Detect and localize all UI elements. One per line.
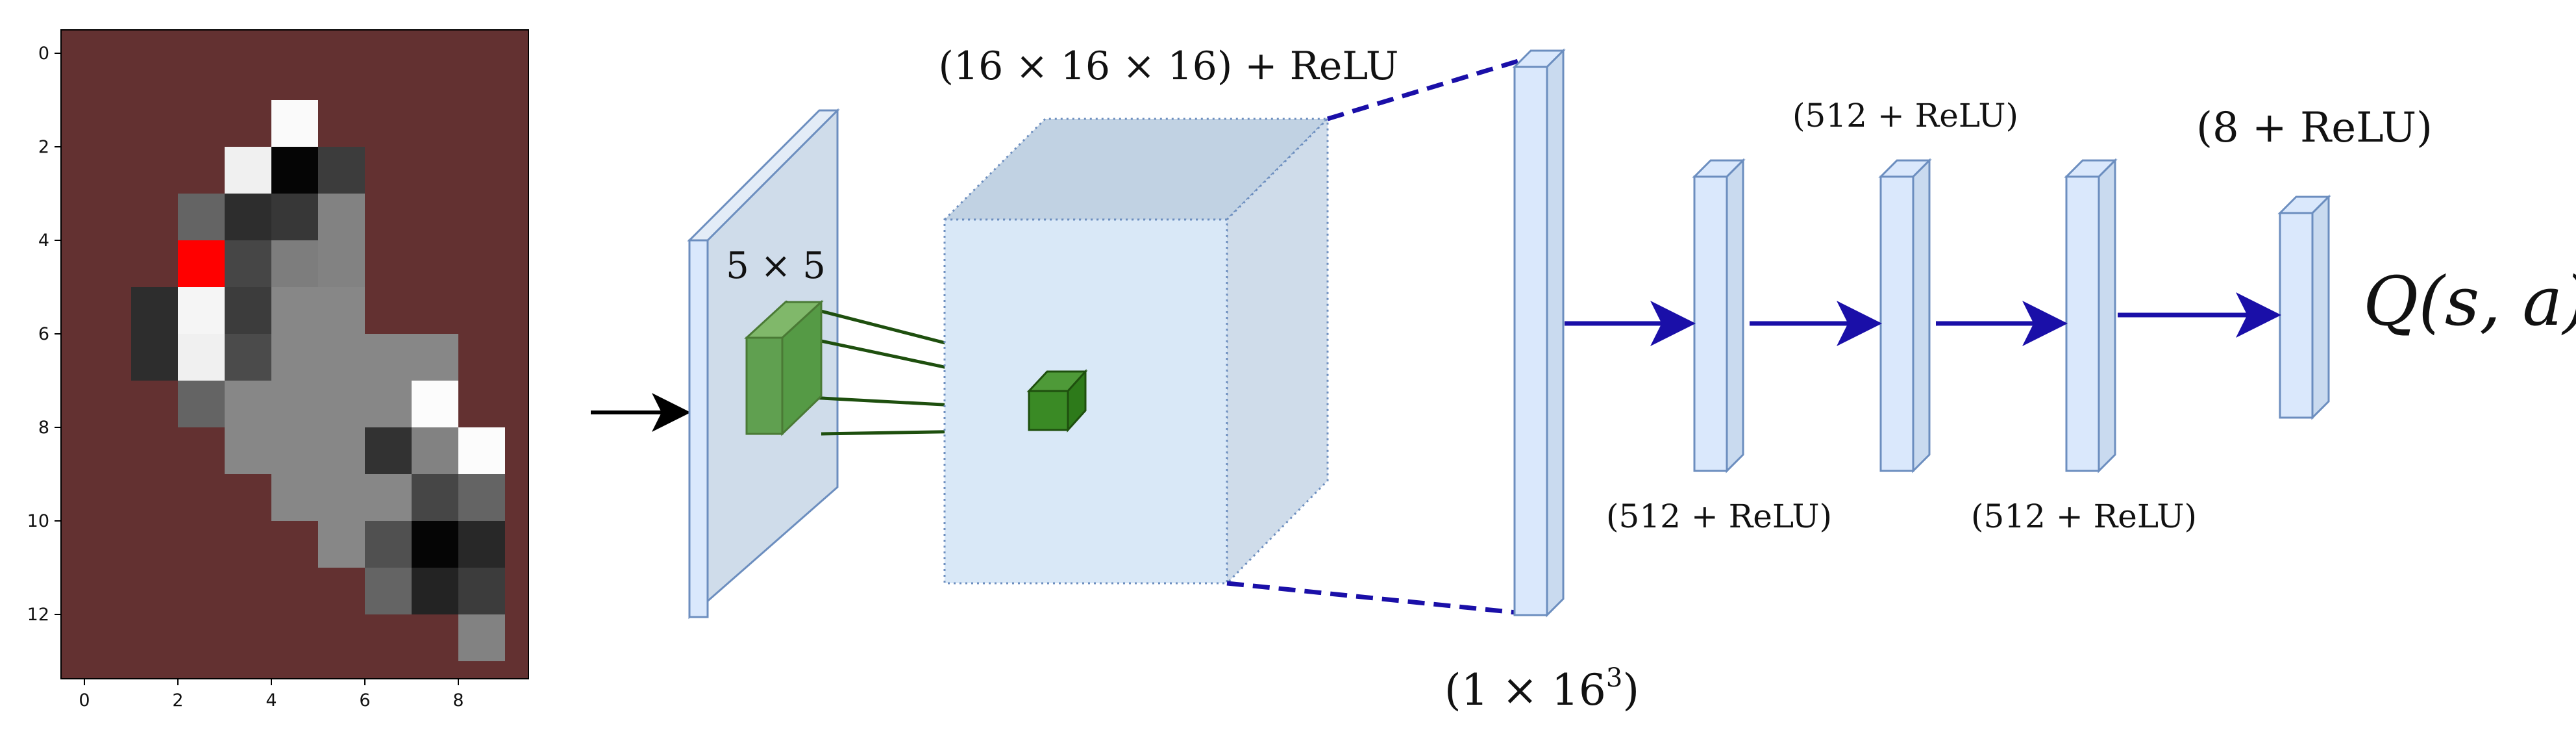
heatmap-cell xyxy=(458,568,505,614)
y-tick-label: 4 xyxy=(38,231,49,251)
heatmap-cell xyxy=(225,287,271,334)
x-tick-label: 2 xyxy=(172,690,183,711)
fc-layer-4-label: (8 + ReLU) xyxy=(2196,104,2433,152)
flatten-layer: (1 × 163) xyxy=(1444,48,1639,715)
heatmap-cell xyxy=(412,474,458,521)
heatmap-cell xyxy=(271,194,318,240)
x-tick-label: 8 xyxy=(452,690,464,711)
heatmap-cell xyxy=(365,334,412,381)
heatmap-cell xyxy=(412,334,458,381)
x-tick-label: 0 xyxy=(79,690,90,711)
heatmap-cell xyxy=(225,147,271,194)
heatmap-axis-ticks: 0 2 4 6 8 0 2 4 6 8 10 12 xyxy=(27,44,464,711)
heatmap-cell xyxy=(412,568,458,614)
heatmap-cells xyxy=(131,100,505,661)
y-tick-label: 12 xyxy=(27,605,49,625)
fc-layer-4-front xyxy=(2279,212,2314,419)
heatmap-cell xyxy=(271,334,318,381)
fc-layer-3-side xyxy=(2098,158,2116,473)
flatten-connector-top xyxy=(1326,57,1524,121)
y-tick-label: 2 xyxy=(38,137,49,157)
heatmap-cell xyxy=(412,521,458,568)
fc-layer-4: (8 + ReLU) xyxy=(2196,104,2433,420)
fc-layer-1-label: (512 + ReLU) xyxy=(1606,498,1832,535)
output-cell-front xyxy=(1028,390,1069,431)
fc-layer-3: (512 + ReLU) xyxy=(1971,158,2197,535)
flatten-layer-front xyxy=(1513,66,1548,616)
heatmap-cell xyxy=(318,427,365,474)
fc-layer-3-front xyxy=(2065,175,2100,472)
heatmap-cell xyxy=(225,334,271,381)
kernel-cube-front xyxy=(745,336,784,435)
heatmap-cell xyxy=(318,287,365,334)
input-plane-front-edge xyxy=(688,239,709,618)
x-tick-label: 6 xyxy=(359,690,370,711)
q-value-output-label: Q(s, a) xyxy=(2363,262,2576,341)
heatmap-cell xyxy=(271,474,318,521)
heatmap-cell xyxy=(412,381,458,427)
fc-layer-3-label: (512 + ReLU) xyxy=(1971,498,2197,535)
conv-output-label: (16 × 16 × 16) + ReLU xyxy=(939,44,1399,89)
fc-layer-1-side xyxy=(1726,158,1744,473)
fc-layer-1-front xyxy=(1693,175,1728,472)
heatmap-cell xyxy=(225,240,271,287)
heatmap-cell xyxy=(458,427,505,474)
fc-layer-2: (512 + ReLU) xyxy=(1792,97,2018,473)
heatmap-cell xyxy=(271,100,318,147)
conv-volume-side xyxy=(1226,116,1329,586)
heatmap-cell xyxy=(318,521,365,568)
heatmap-cell xyxy=(178,240,225,287)
heatmap-cell xyxy=(458,614,505,661)
heatmap-cell xyxy=(178,287,225,334)
heatmap-cell xyxy=(271,381,318,427)
heatmap-cell xyxy=(318,381,365,427)
y-tick-label: 6 xyxy=(38,324,49,344)
fc-layer-2-front xyxy=(1879,175,1914,472)
heatmap-cell xyxy=(318,194,365,240)
heatmap-cell xyxy=(271,287,318,334)
heatmap-cell xyxy=(225,381,271,427)
kernel-size-label: 5 × 5 xyxy=(726,245,826,287)
fc-layer-4-side xyxy=(2311,194,2330,420)
fc-layer-2-side xyxy=(1912,158,1931,473)
heatmap-cell xyxy=(178,194,225,240)
heatmap-cell xyxy=(318,334,365,381)
heatmap-cell xyxy=(225,427,271,474)
heatmap-cell xyxy=(365,521,412,568)
heatmap-cell xyxy=(178,334,225,381)
heatmap-cell xyxy=(412,427,458,474)
flatten-layer-side xyxy=(1546,48,1565,618)
conv-output-volume: (16 × 16 × 16) + ReLU xyxy=(939,44,1399,586)
x-tick-label: 4 xyxy=(266,690,277,711)
heatmap-frame xyxy=(60,29,529,679)
heatmap-cell xyxy=(458,521,505,568)
heatmap-cell xyxy=(318,147,365,194)
heatmap-cell xyxy=(271,427,318,474)
flatten-size-label: (1 × 163) xyxy=(1444,663,1639,715)
heatmap-cell xyxy=(271,240,318,287)
conv-output-cell xyxy=(1026,369,1088,433)
heatmap-cell xyxy=(318,474,365,521)
y-tick-label: 0 xyxy=(38,44,49,64)
heatmap-cell xyxy=(365,568,412,614)
input-state-heatmap: 0 2 4 6 8 0 2 4 6 8 10 12 xyxy=(27,29,529,711)
heatmap-cell xyxy=(131,287,178,334)
y-tick-label: 8 xyxy=(38,418,49,438)
heatmap-cell xyxy=(365,474,412,521)
y-tick-label: 10 xyxy=(27,511,49,531)
heatmap-cell xyxy=(178,381,225,427)
flatten-connector-bottom xyxy=(1226,581,1523,616)
heatmap-cell xyxy=(318,240,365,287)
heatmap-cell xyxy=(131,334,178,381)
heatmap-cell xyxy=(225,194,271,240)
heatmap-cell xyxy=(271,147,318,194)
heatmap-cell xyxy=(458,474,505,521)
fc-layer-2-label: (512 + ReLU) xyxy=(1792,97,2018,134)
heatmap-cell xyxy=(365,381,412,427)
fc-layer-1: (512 + ReLU) xyxy=(1606,158,1832,535)
heatmap-cell xyxy=(365,427,412,474)
